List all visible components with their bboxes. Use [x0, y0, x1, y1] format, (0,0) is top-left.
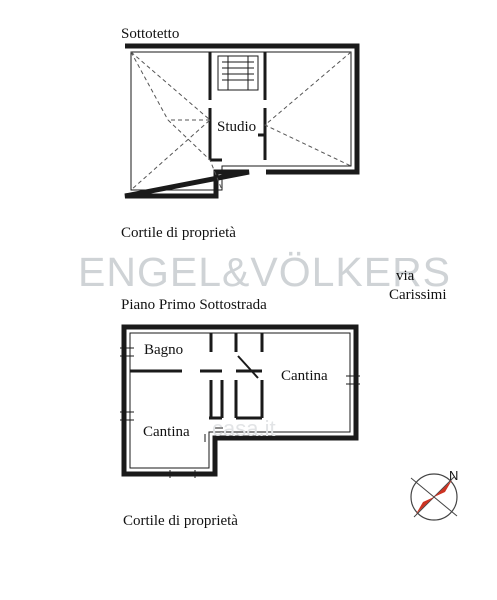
street-name-line2: Carissimi — [389, 287, 447, 303]
basement-plan — [121, 324, 359, 477]
compass-north-label: N — [449, 468, 459, 483]
attic-stair-walls — [208, 52, 267, 162]
compass-rose — [410, 473, 458, 521]
attic-title: Sottotetto — [121, 26, 180, 42]
room-label-cellar-left: Cantina — [143, 424, 190, 440]
attic-stair — [217, 55, 259, 91]
attic-courtyard-label: Cortile di proprietà — [121, 225, 236, 241]
room-label-studio: Studio — [217, 119, 257, 135]
basement-courtyard-label: Cortile di proprietà — [123, 513, 238, 529]
basement-outer-wall — [121, 324, 359, 477]
window-marks — [120, 347, 360, 478]
attic-outer-wall — [124, 43, 360, 199]
basement-door — [237, 355, 259, 379]
attic-roof-lines — [130, 51, 352, 191]
casa-it-watermark: casa.it — [212, 416, 276, 441]
room-label-bathroom: Bagno — [144, 342, 184, 358]
basement-title: Piano Primo Sottostrada — [121, 297, 267, 313]
street-name-line1: via — [396, 268, 415, 284]
engel-volkers-watermark: ENGEL&VÖLKERS — [78, 249, 452, 295]
room-label-cellar-right: Cantina — [281, 368, 328, 384]
basement-inner-outline — [129, 332, 351, 469]
basement-interior-walls — [130, 333, 264, 420]
